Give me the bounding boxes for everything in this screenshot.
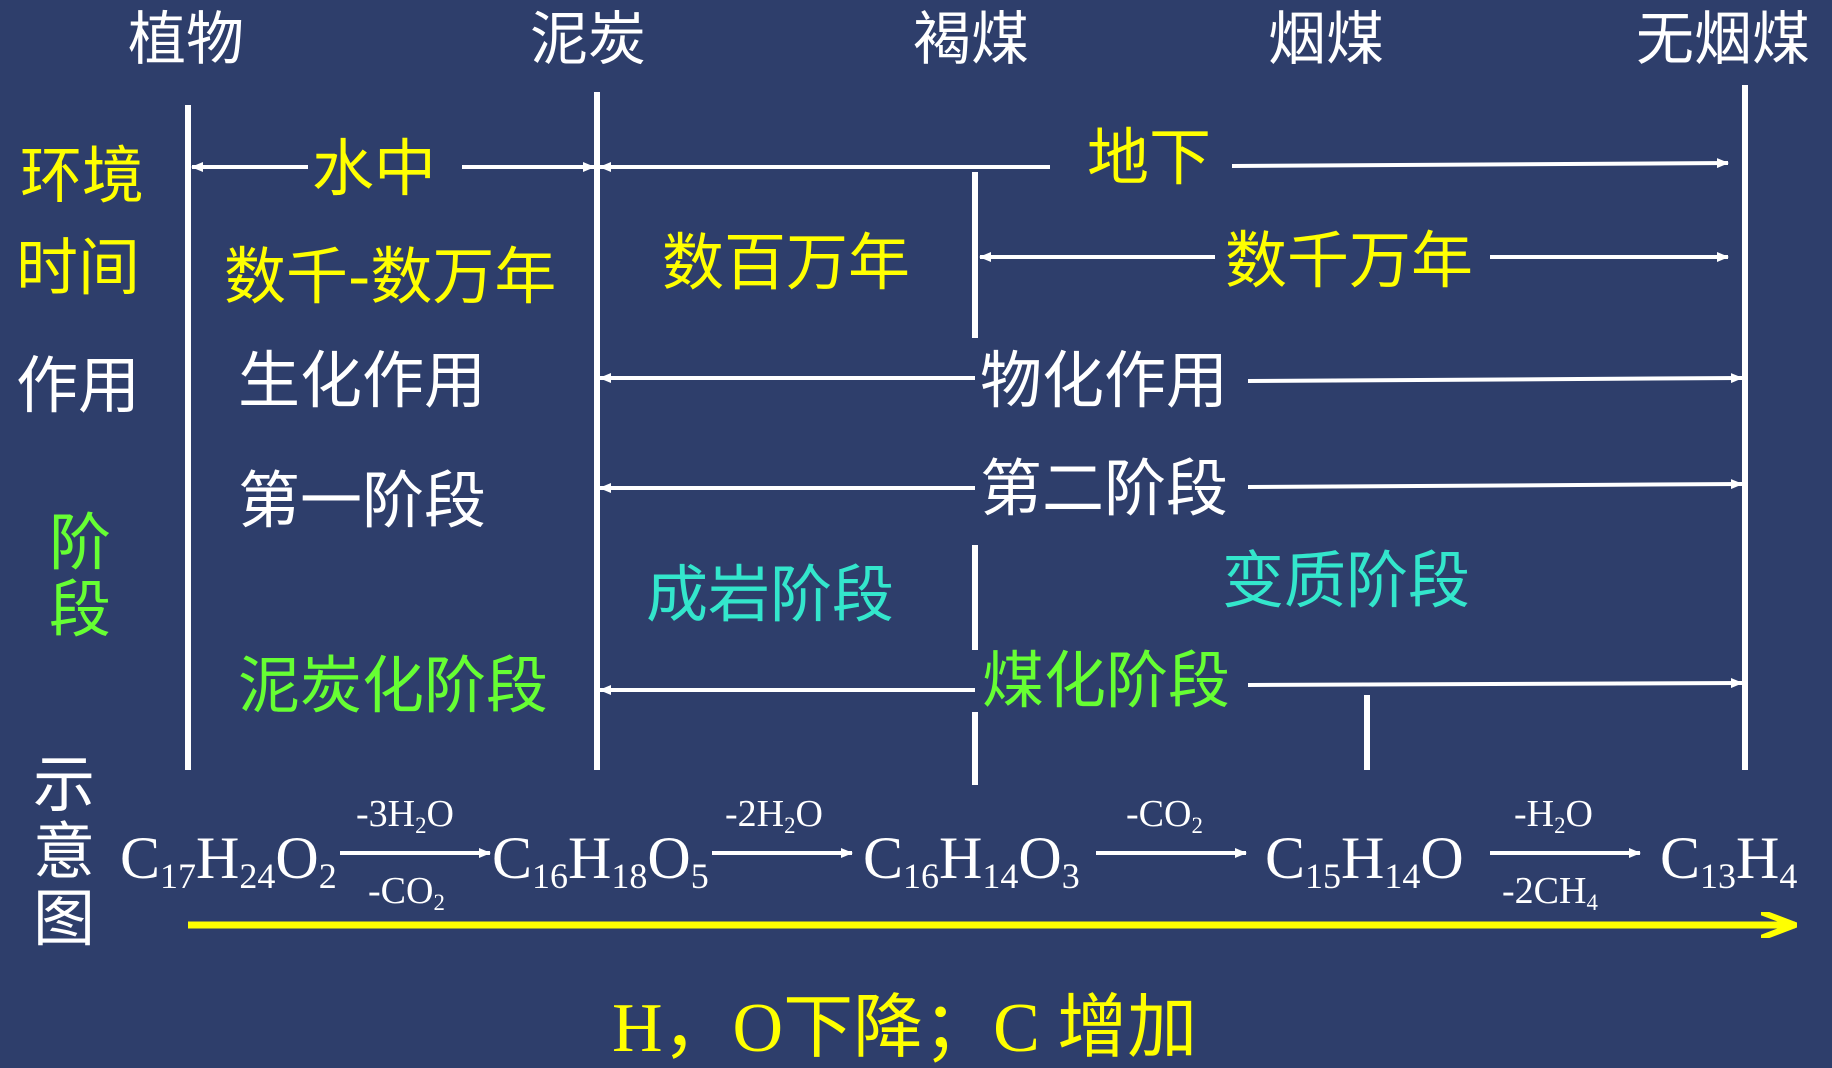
action-physchem: 物化作用 xyxy=(980,344,1229,417)
reaction-2-top: -2H2O xyxy=(725,793,823,838)
reaction-4-bottom: -2CH4 xyxy=(1502,870,1598,915)
phase-metamorphism: 变质阶段 xyxy=(1222,544,1471,617)
row-label-time: 时间 xyxy=(16,231,141,304)
formula-plant: C17H24O2 xyxy=(120,825,337,897)
phase-peatification: 泥炭化阶段 xyxy=(238,649,549,722)
stage-plant: 植物 xyxy=(128,5,245,73)
phase-first: 第一阶段 xyxy=(238,464,487,537)
row-label-environment: 环境 xyxy=(20,139,145,212)
action-bio: 生化作用 xyxy=(238,344,487,417)
formula-lignite: C16H14O3 xyxy=(863,825,1080,897)
time-coal: 数千万年 xyxy=(1225,224,1474,297)
reaction-3-top: -CO2 xyxy=(1126,793,1203,838)
coalification-arrow-right xyxy=(1247,678,1743,689)
row-label-diagram: 示意图 xyxy=(32,748,95,955)
underground-arrow-right xyxy=(1231,158,1729,169)
conclusion-text: H，O下降；C 增加 xyxy=(612,990,1198,1067)
stage-lignite: 褐煤 xyxy=(913,5,1030,73)
row-label-phase: 阶段 xyxy=(48,506,111,646)
time-lignite: 数百万年 xyxy=(662,226,911,299)
reaction-1-top: -3H2O xyxy=(356,793,454,838)
reaction-1-bottom: -CO2 xyxy=(368,870,445,915)
time-peat: 数千-数万年 xyxy=(224,240,557,313)
stage-anthracite: 无烟煤 xyxy=(1636,5,1811,73)
phase-coalification: 煤化阶段 xyxy=(982,644,1231,717)
phase-diagenesis: 成岩阶段 xyxy=(646,558,895,631)
env-water: 水中 xyxy=(312,132,437,205)
action-arrow-right xyxy=(1247,373,1743,384)
formula-bituminous: C15H14O xyxy=(1265,825,1464,897)
reaction-4-top: -H2O xyxy=(1514,793,1593,838)
formula-anthracite: C13H4 xyxy=(1660,825,1798,897)
formula-peat: C16H18O5 xyxy=(492,825,709,897)
phase-second: 第二阶段 xyxy=(980,452,1229,525)
second-arrow-right xyxy=(1247,479,1743,490)
env-underground: 地下 xyxy=(1087,121,1212,194)
row-label-action: 作用 xyxy=(16,349,141,422)
stage-bituminous: 烟煤 xyxy=(1268,5,1385,73)
stage-peat: 泥炭 xyxy=(530,5,647,73)
